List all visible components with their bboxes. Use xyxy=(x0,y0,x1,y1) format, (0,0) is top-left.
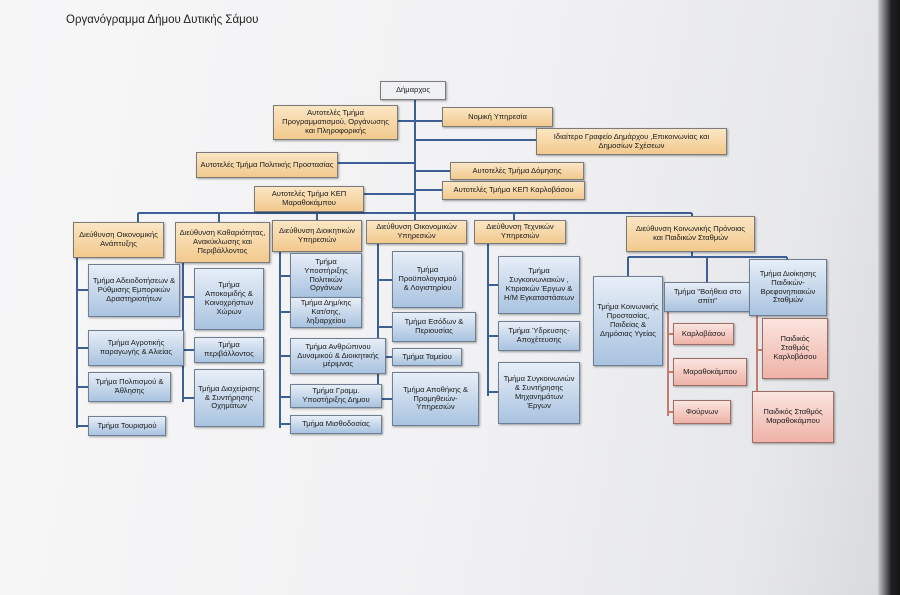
dept-water-box: Τμήμα Ύδρευσης-Αποχέτευσης xyxy=(498,321,580,351)
directorate-technical-box: Διεύθυνση Τεχνικών Υπηρεσιών xyxy=(474,220,566,244)
dept-machinery-box: Τμήμα Συγκοινωνιών & Συντήρησης Μηχανημά… xyxy=(498,362,580,424)
dept-licensing-box: Τμήμα Αδειοδοτήσεων & Ρύθμισης Εμπορικών… xyxy=(88,264,180,317)
kep-karlovasi-box: Αυτοτελές Τμήμα ΚΕΠ Καρλοβάσου xyxy=(442,181,585,200)
dept-political-bodies-box: Τμήμα Υποστήριξης Πολιτικών Οργάνων xyxy=(290,253,362,298)
mayor-box: Δήμαρχος xyxy=(380,81,446,100)
dept-payroll-box: Τμήμα Μισθοδοσίας xyxy=(290,415,382,434)
directorate-economic-box: Διεύθυνση Οικονομικής Ανάπτυξης xyxy=(73,222,164,258)
directorate-finance-box: Διεύθυνση Οικονομικών Υπηρεσιών xyxy=(366,220,467,244)
dept-environment-box: Τμήμα περιβάλλοντος xyxy=(194,337,264,363)
mayor-office-box: Ιδιαίτερο Γραφείο Δημάρχου ,Επικοινωνίας… xyxy=(536,128,727,155)
planning-unit-box: Αυτοτελές Τμήμα Προγραμματισμού, Οργάνωσ… xyxy=(273,105,398,140)
dept-budget-box: Τμήμα Προϋπολογισμού & Λογιστηρίου xyxy=(392,251,463,308)
nursery-karlovasi-box: Παιδικός Σταθμός Καρλοβάσου xyxy=(762,318,828,379)
building-unit-box: Αυτοτελές Τμήμα Δόμησης xyxy=(450,162,584,180)
table-edge xyxy=(878,0,900,595)
help-unit-karlovasi-box: Καρλοβάσου xyxy=(673,323,734,345)
help-unit-marathokampos-box: Μαραθοκάμπου xyxy=(673,358,747,386)
dept-collection-box: Τμήμα Αποκομιδής & Κοινοχρήστων Χώρων xyxy=(194,268,264,330)
directorate-social-box: Διεύθυνση Κοινωνικής Πρόνοιας και Παιδικ… xyxy=(626,216,755,252)
help-unit-fournoi-box: Φούρνων xyxy=(673,400,731,424)
dept-social-protection-box: Τμήμα Κοινωνικής Προστασίας, Παιδείας & … xyxy=(593,276,663,366)
dept-agriculture-box: Τμήμα Αγροτικής παραγωγής & Αλιείας xyxy=(88,330,184,366)
dept-works-box: Τμήμα Συγκοινωνιακών , Κτιριακών Έργων &… xyxy=(498,256,580,314)
dept-nurseries-box: Τμήμα Διοίκησης Παιδικών-Βρεφονηπιακών Σ… xyxy=(749,259,827,316)
kep-marathokampos-box: Αυτοτελές Τμήμα ΚΕΠ Μαραθοκάμπου xyxy=(254,186,364,212)
dept-revenue-box: Τμήμα Εσόδων & Περιουσίας xyxy=(392,312,476,342)
dept-culture-box: Τμήμα Πολιτισμού & Άθλησης xyxy=(88,372,171,402)
dept-registry-box: Τμήμα Δημ/κης Κατ/σης, ληξιαρχείου xyxy=(290,297,362,328)
dept-help-at-home-box: Τμήμα "Βοήθεια στο σπίτι" xyxy=(664,282,751,312)
nursery-marathokampos-box: Παιδικός Σταθμός Μαραθοκάμπου xyxy=(752,391,834,443)
directorate-cleaning-box: Διεύθυνση Καθαριότητας, Ανακύκλωσης και … xyxy=(175,222,270,263)
dept-treasury-box: Τμήμα Ταμείου xyxy=(392,348,462,366)
dept-tourism-box: Τμήμα Τουρισμού xyxy=(88,416,166,436)
dept-secretariat-box: Τμήμα Γραμμ. Υποστήριξης Δημου xyxy=(290,384,382,408)
civil-protection-box: Αυτοτελές Τμήμα Πολιτικής Προστασίας xyxy=(196,152,338,178)
dept-warehouse-box: Τμήμα Αποθήκης & Προμηθειών-Υπηρεσιών xyxy=(392,372,479,426)
dept-hr-box: Τμήμα Ανθρώπινου Δυναμικού & Διοικητικής… xyxy=(290,338,386,374)
directorate-admin-box: Διεύθυνση Διοικητικών Υπηρεσιών xyxy=(272,220,362,252)
dept-vehicles-box: Τμήμα Διαχείρισης & Συντήρησης Οχημάτων xyxy=(194,369,264,427)
legal-service-box: Νομική Υπηρεσία xyxy=(442,107,553,127)
chart-title: Οργανόγραμμα Δήμου Δυτικής Σάμου xyxy=(66,14,259,26)
